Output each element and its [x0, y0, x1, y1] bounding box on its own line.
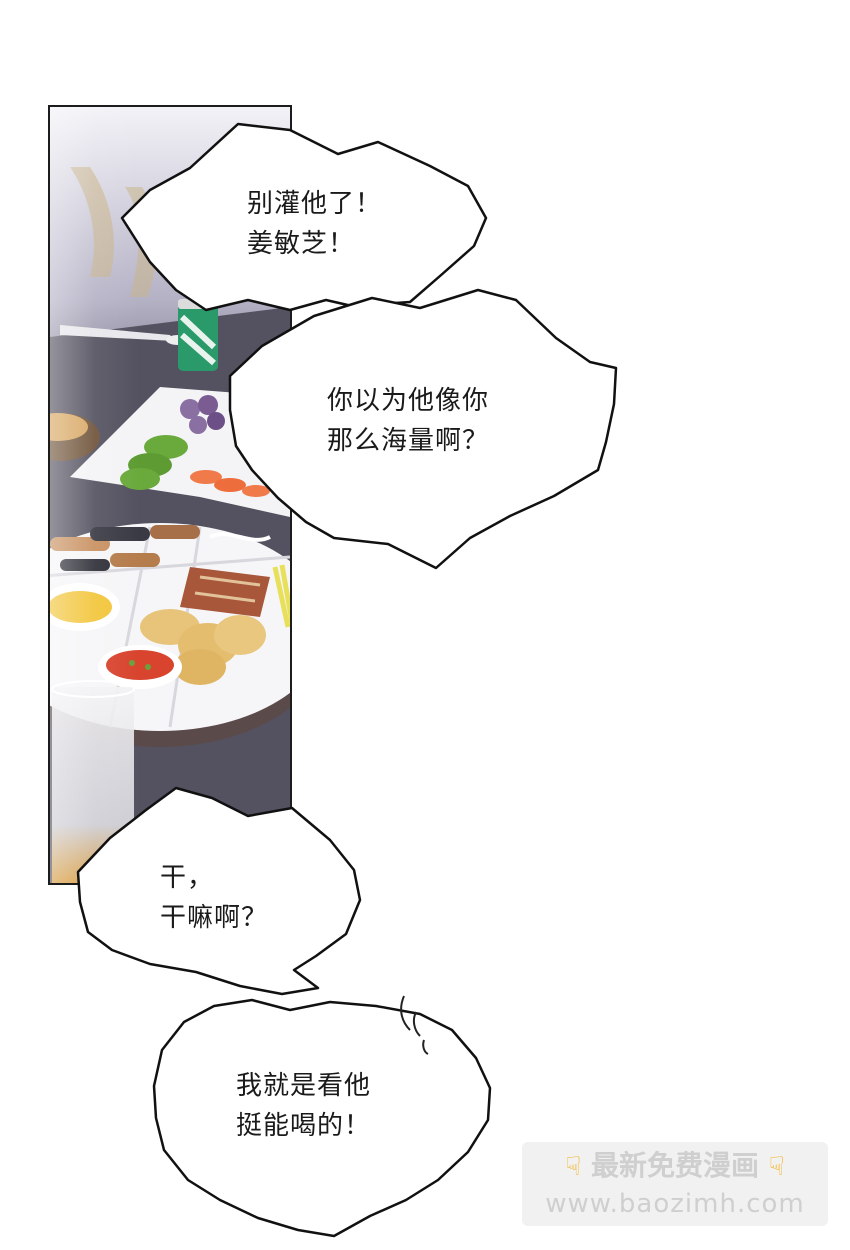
bubble-4-line-1: 我就是看他	[236, 1071, 372, 1101]
bubble-3-line-1: 干，	[160, 863, 215, 893]
bubble-4-line-2: 挺能喝的！	[236, 1111, 372, 1141]
bubble-1-line-1: 别灌他了！	[247, 189, 383, 219]
bubble-1-line-2: 姜敏芝！	[247, 229, 356, 259]
speech-bubble-4-text: 我就是看他 挺能喝的！	[236, 1066, 371, 1146]
speech-bubble-2-outline	[228, 288, 618, 570]
speech-bubble-1-outline	[120, 122, 488, 312]
speech-bubble-1-text: 别灌他了！ 姜敏芝！	[247, 184, 382, 264]
speech-bubble-2-text: 你以为他像你 那么海量啊？	[327, 381, 489, 461]
bubble-2-line-1: 你以为他像你	[327, 386, 490, 416]
sweat-drop-marks	[400, 995, 429, 1055]
pointing-down-hand-icon: ☟	[565, 1152, 582, 1182]
watermark-title-row: ☟ 最新免费漫画 ☟	[522, 1148, 828, 1185]
bubble-3-line-2: 干嘛啊？	[160, 903, 269, 933]
speech-bubble-3-outline	[76, 786, 362, 996]
site-watermark: ☟ 最新免费漫画 ☟ www.baozimh.com	[522, 1142, 828, 1226]
bubble-2-line-2: 那么海量啊？	[327, 426, 490, 456]
pointing-down-hand-icon: ☟	[768, 1152, 785, 1182]
speech-bubble-3-text: 干， 干嘛啊？	[160, 858, 268, 938]
watermark-url: www.baozimh.com	[545, 1189, 805, 1219]
speech-bubble-4-outline	[152, 998, 492, 1238]
watermark-title: 最新免费漫画	[590, 1149, 759, 1182]
